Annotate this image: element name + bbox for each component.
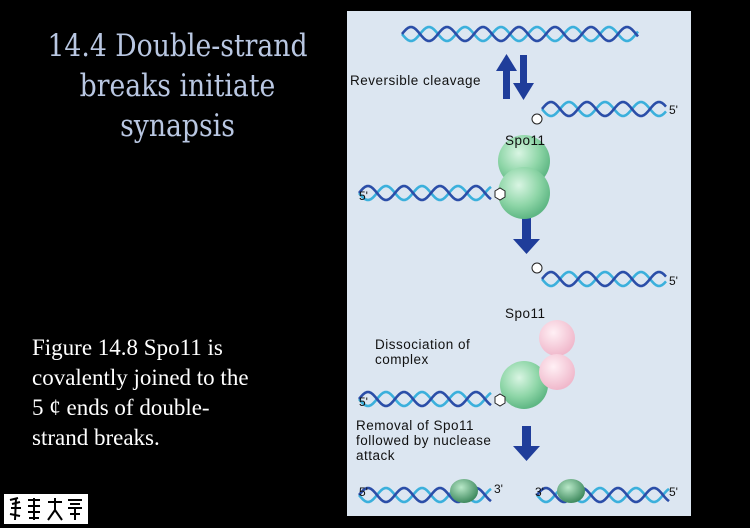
dna-strand: [541, 100, 667, 118]
logo-seal: [9, 497, 82, 521]
label-dissociation: Dissociation of complex: [375, 337, 471, 367]
dna-strand: [358, 390, 492, 408]
spo11-protein: [450, 479, 478, 503]
dna-strand: [401, 25, 639, 43]
dna-strand: [358, 184, 492, 202]
hexagon-icon: [494, 393, 506, 407]
dna-helix: [541, 270, 667, 288]
label-spo11-mid: Spo11: [505, 306, 546, 321]
spo11-protein: [557, 479, 585, 503]
university-logo: [4, 494, 88, 524]
dna-strand: [541, 270, 667, 288]
dna-helix: [358, 390, 492, 408]
caption-line-2: covalently joined to the: [32, 365, 249, 390]
dna-strand: [541, 100, 667, 118]
end-label: 3': [535, 485, 544, 499]
reversible-arrows: [496, 54, 534, 100]
title-line-2: breaks initiate: [79, 68, 276, 104]
dna-strand: [541, 270, 667, 288]
dna-strand: [358, 390, 492, 408]
end-label: 5': [359, 395, 368, 409]
label-reversible-cleavage: Reversible cleavage: [350, 73, 482, 88]
spo11-protein: [539, 354, 575, 390]
figure-caption: Figure 14.8 Spo11 is covalently joined t…: [32, 333, 332, 453]
hexagon-icon: [494, 187, 506, 201]
down-arrow-icon: [513, 426, 540, 461]
end-label: 5': [359, 189, 368, 203]
diagram-svg: [358, 25, 670, 504]
circle-icon: [531, 113, 543, 125]
dna-strand: [536, 486, 670, 504]
spo11-protein: [498, 167, 550, 219]
down-arrow-icon: [513, 55, 534, 100]
caption-line-1: Figure 14.8 Spo11 is: [32, 335, 223, 360]
end-label: 3': [494, 482, 503, 496]
slide-title: 14.4 Double-strand breaks initiate synap…: [42, 26, 313, 146]
end-label: 5': [359, 485, 368, 499]
diagram-panel: Reversible cleavage Spo11 Spo11 Dissocia…: [347, 11, 691, 516]
label-removal: Removal of Spo11 followed by nuclease at…: [356, 418, 492, 463]
title-line-1: 14.4 Double-strand: [47, 28, 308, 64]
caption-line-4: strand breaks.: [32, 425, 160, 450]
spo11-protein: [500, 361, 548, 409]
dna-helix: [358, 184, 492, 202]
up-arrow-icon: [496, 54, 517, 99]
end-label: 5': [669, 274, 678, 288]
end-label: 5': [669, 103, 678, 117]
dna-helix: [401, 25, 639, 43]
dna-helix: [541, 100, 667, 118]
dna-strand: [401, 25, 639, 43]
label-spo11-top: Spo11: [505, 133, 546, 148]
caption-line-3: 5 ¢ ends of double-: [32, 395, 210, 420]
spo11-protein: [539, 320, 575, 356]
end-label: 5': [669, 485, 678, 499]
dna-strand: [358, 184, 492, 202]
title-line-3: synapsis: [120, 108, 235, 144]
circle-icon: [531, 262, 543, 274]
down-arrow-icon: [513, 216, 540, 254]
dna-helix: [536, 486, 670, 504]
